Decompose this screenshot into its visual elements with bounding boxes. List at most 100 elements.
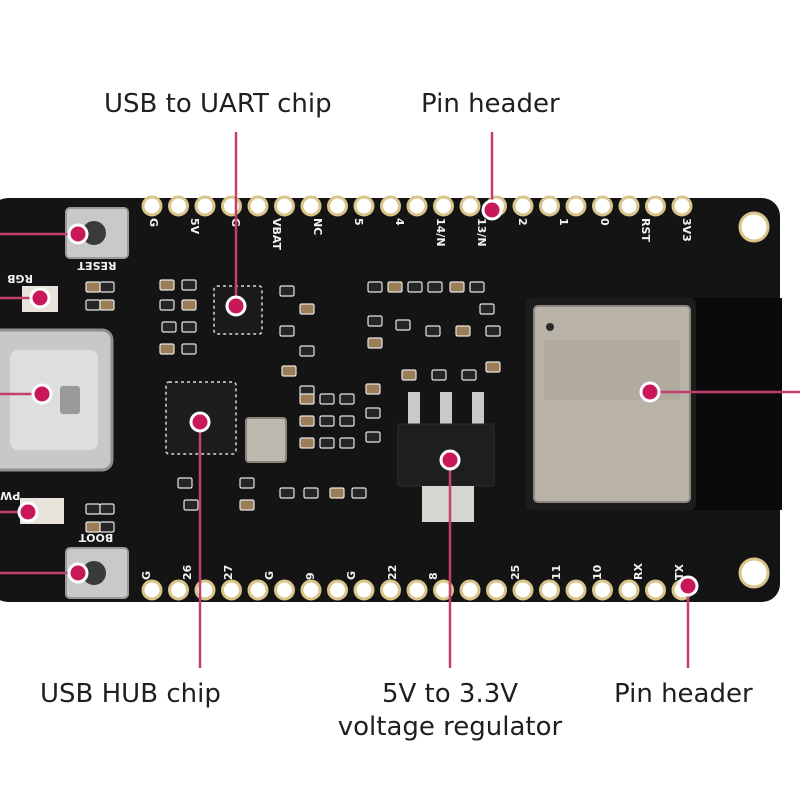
smd-component: [299, 393, 315, 405]
smd-component: [181, 343, 197, 355]
bottom-pin-label: 11: [550, 565, 563, 580]
smd-component: [427, 281, 443, 293]
smd-component: [99, 281, 115, 293]
smd-component: [99, 299, 115, 311]
smd-component: [485, 361, 501, 373]
bottom-pin-label: 27: [222, 565, 235, 580]
header-pad: [512, 579, 534, 601]
header-pad: [274, 579, 295, 601]
smd-component: [161, 321, 177, 333]
passive-components: [85, 279, 501, 533]
header-pad: [433, 195, 454, 217]
smd-component: [367, 281, 383, 293]
bottom-pin-label: 25: [509, 565, 522, 580]
smd-component: [319, 393, 335, 405]
smd-component: [85, 521, 101, 533]
header-pad: [380, 195, 401, 217]
smd-component: [299, 415, 315, 427]
rgb-silk-label: RGB: [7, 272, 33, 285]
header-pad: [512, 195, 534, 217]
smd-component: [339, 393, 355, 405]
smd-component: [365, 383, 381, 395]
bottom-pin-label: TX: [673, 563, 686, 580]
smd-component: [299, 437, 315, 449]
regulator-label-line1: 5V to 3.3V: [381, 679, 519, 709]
header-pad: [406, 579, 428, 601]
header-pad: [168, 195, 189, 217]
bottom-pin-label: 8: [427, 572, 440, 580]
header-pad: [274, 195, 295, 217]
bottom-pin-label: G: [140, 571, 153, 580]
bottom-pin-label: 9: [304, 572, 317, 580]
smd-component: [431, 369, 447, 381]
header-pad: [618, 579, 640, 601]
header-pad: [618, 195, 640, 217]
header-pad: [194, 579, 216, 601]
smd-component: [319, 437, 335, 449]
header-pad: [433, 579, 454, 601]
smd-component: [85, 503, 101, 515]
header-pad: [221, 579, 242, 601]
regulator-tab-pins: [408, 392, 420, 428]
smd-component: [485, 325, 501, 337]
header-pad: [592, 195, 613, 217]
smd-component: [99, 503, 115, 515]
bottom-pin-label: G: [345, 571, 358, 580]
reset-button-cap: [82, 221, 106, 245]
module-pin1-dot: [546, 323, 554, 331]
header-pad: [539, 579, 560, 601]
crystal: [245, 417, 287, 463]
smd-component: [281, 365, 297, 377]
wifi-module-shield: [533, 305, 691, 503]
header-pad: [247, 195, 269, 217]
header-pad: [327, 195, 348, 217]
top-pin-label: 2: [516, 218, 529, 226]
bottom-pin-label: RX: [632, 563, 645, 580]
smd-component: [351, 487, 367, 499]
smd-component: [365, 431, 381, 443]
smd-component: [407, 281, 423, 293]
smd-component: [85, 299, 101, 311]
header-pad: [300, 195, 322, 217]
smd-component: [329, 487, 345, 499]
top-pin-label: 3V3: [680, 218, 693, 242]
top-pin-label: 14/N: [434, 218, 447, 247]
smd-component: [181, 279, 197, 291]
header-pad: [168, 579, 189, 601]
smd-component: [99, 521, 115, 533]
usb-uart-chip-label: USB to UART chip: [104, 89, 332, 119]
boot-button-cap: [82, 561, 106, 585]
regulator-label-line2: voltage regulator: [337, 711, 563, 742]
smd-component: [425, 325, 441, 337]
smd-component: [387, 281, 403, 293]
smd-component: [279, 325, 295, 337]
usb-c-inner: [10, 350, 98, 450]
smd-component: [159, 299, 175, 311]
smd-component: [339, 437, 355, 449]
smd-component: [159, 343, 175, 355]
smd-component: [299, 345, 315, 357]
top-pin-label: G: [147, 218, 160, 227]
header-pad: [671, 195, 693, 217]
smd-component: [365, 407, 381, 419]
header-pad: [353, 579, 375, 601]
smd-component: [367, 337, 383, 349]
top-pin-label: 13/N: [475, 218, 488, 247]
bottom-pin-label: G: [263, 571, 276, 580]
header-pad: [300, 579, 322, 601]
smd-component: [239, 477, 255, 489]
smd-component: [279, 285, 295, 297]
smd-component: [159, 279, 175, 291]
regulator-heat-tab: [422, 486, 474, 522]
header-pad: [247, 579, 269, 601]
top-pin-label: 5: [352, 218, 365, 226]
callout-dots: [17, 199, 699, 597]
top-pin-label: RST: [639, 218, 652, 242]
header-pad: [565, 579, 587, 601]
header-pad: [645, 579, 666, 601]
smd-component: [461, 369, 477, 381]
mounting-hole-bottom-right: [738, 557, 770, 589]
antenna-area: [692, 298, 782, 510]
regulator-pin: [440, 392, 452, 428]
